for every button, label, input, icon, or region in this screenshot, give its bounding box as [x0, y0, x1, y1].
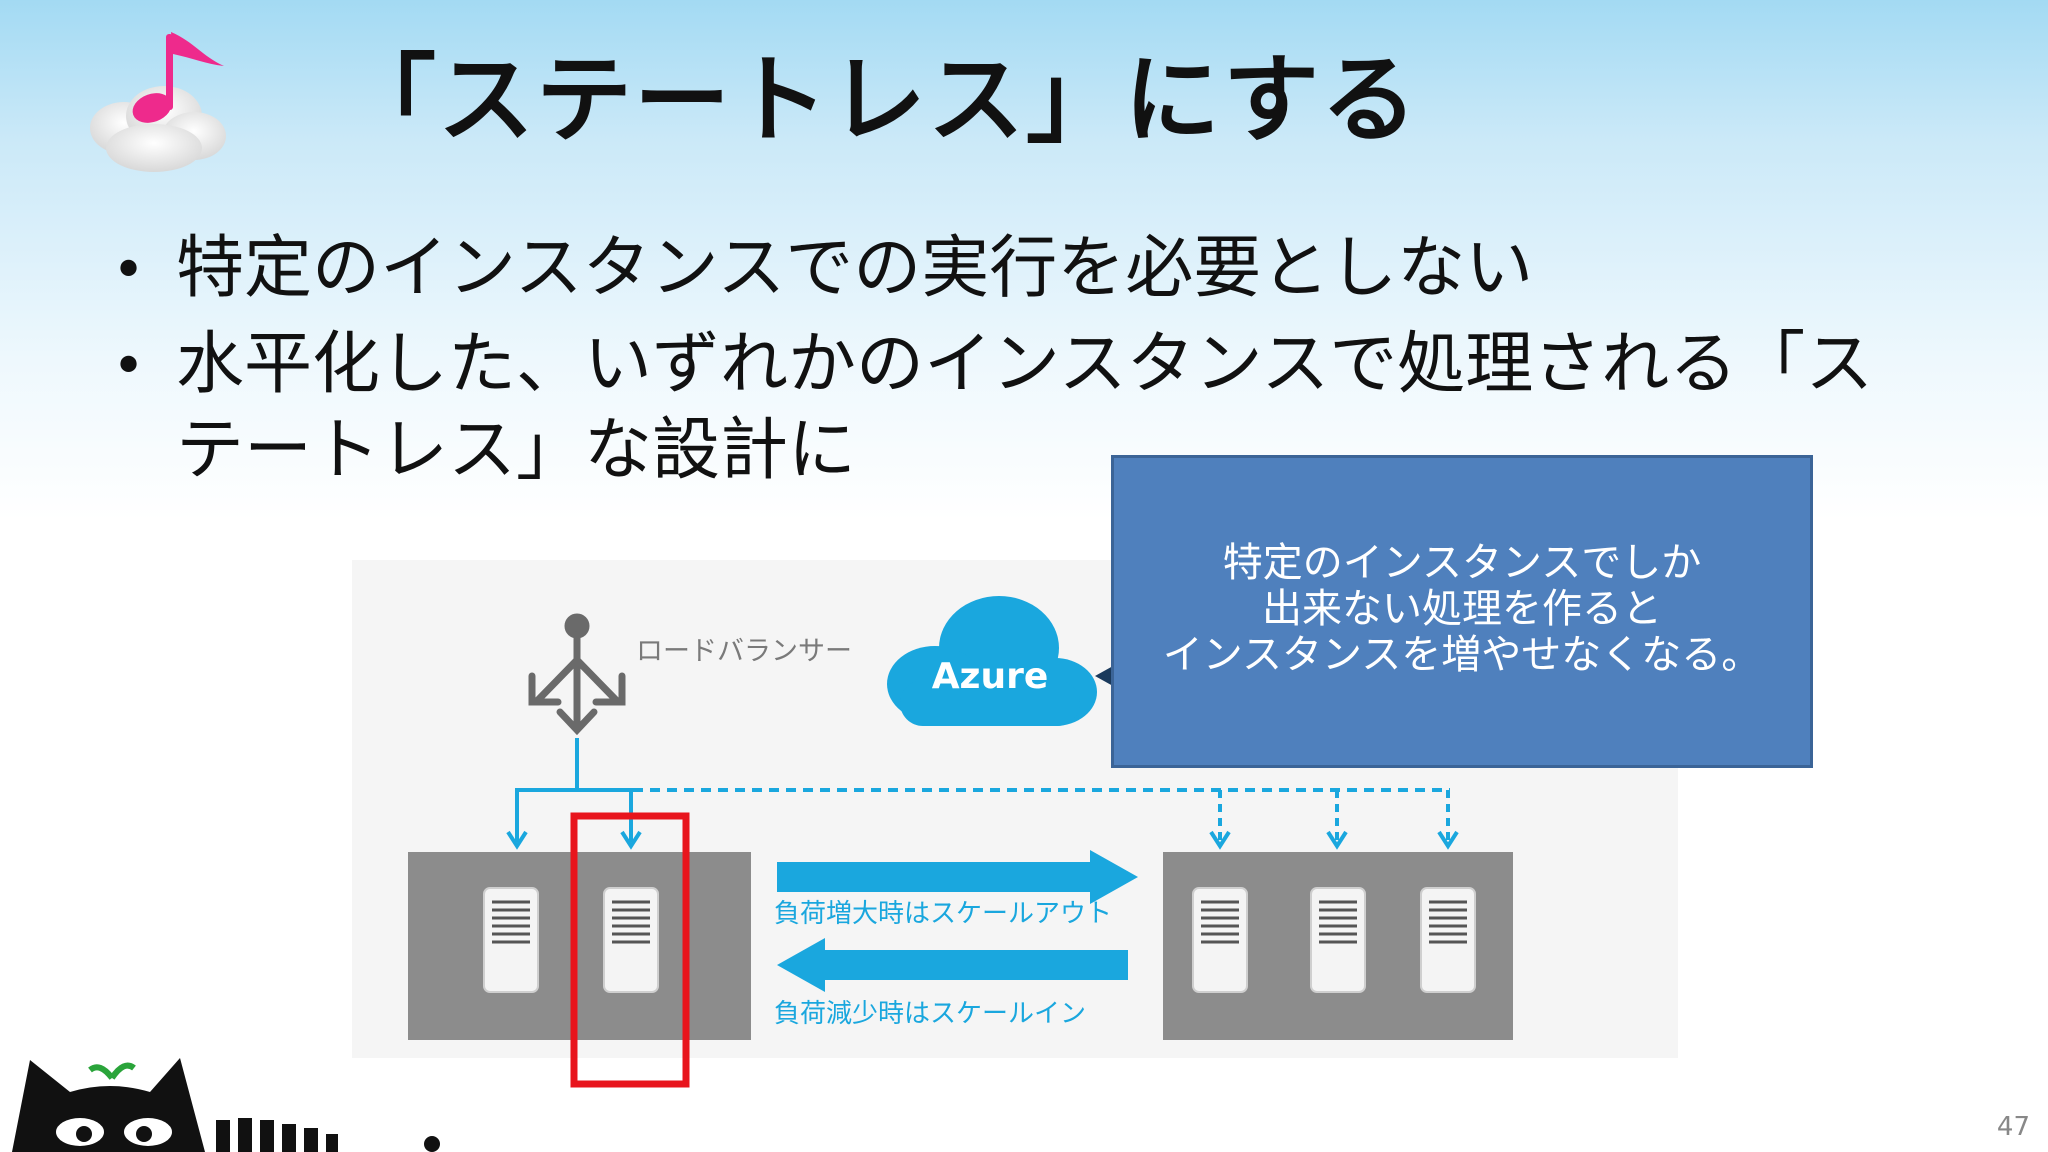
- scale-in-label: 負荷減少時はスケールイン: [774, 999, 1086, 1029]
- azure-label: Azure: [932, 656, 1049, 697]
- music-note-cloud-icon: [90, 32, 226, 172]
- scale-in-arrow: [777, 938, 1128, 992]
- load-balancer-label: ロードバランサー: [636, 636, 852, 667]
- callout-line-3: インスタンスを増やせなくなる。: [1162, 632, 1762, 678]
- bullet-text-1: 特定のインスタンスでの実行を必要としない: [176, 229, 1534, 308]
- highlight-box: [570, 812, 690, 1088]
- server-icon: [603, 887, 659, 993]
- scale-out-arrow: [777, 850, 1138, 904]
- bullet-text-2-continued: テートレス」な設計に: [176, 411, 857, 490]
- bullet-dot: •: [112, 238, 146, 303]
- load-balancer-icon: [528, 613, 626, 736]
- server-group-left: [408, 852, 751, 1040]
- callout-line-2: 出来ない処理を作ると: [1262, 586, 1662, 632]
- server-icon: [1192, 887, 1248, 993]
- azure-cloud-icon: [887, 596, 1097, 726]
- bullet-dot: •: [112, 334, 146, 399]
- server-icon: [1420, 887, 1476, 993]
- server-icon: [1310, 887, 1366, 993]
- callout-pointer: [1095, 666, 1113, 686]
- slide-title: 「ステートレス」にする: [340, 44, 1419, 156]
- bullet-text-2: 水平化した、いずれかのインスタンスで処理される「ス: [176, 325, 1874, 404]
- cat-mascot-icon: [12, 1058, 440, 1152]
- scale-out-label: 負荷増大時はスケールアウト: [774, 899, 1112, 929]
- server-icon: [483, 887, 539, 993]
- callout-line-1: 特定のインスタンスでしか: [1222, 540, 1702, 586]
- callout-box: 特定のインスタンスでしか 出来ない処理を作ると インスタンスを増やせなくなる。: [1111, 455, 1813, 768]
- page-number: 47: [1996, 1112, 2030, 1142]
